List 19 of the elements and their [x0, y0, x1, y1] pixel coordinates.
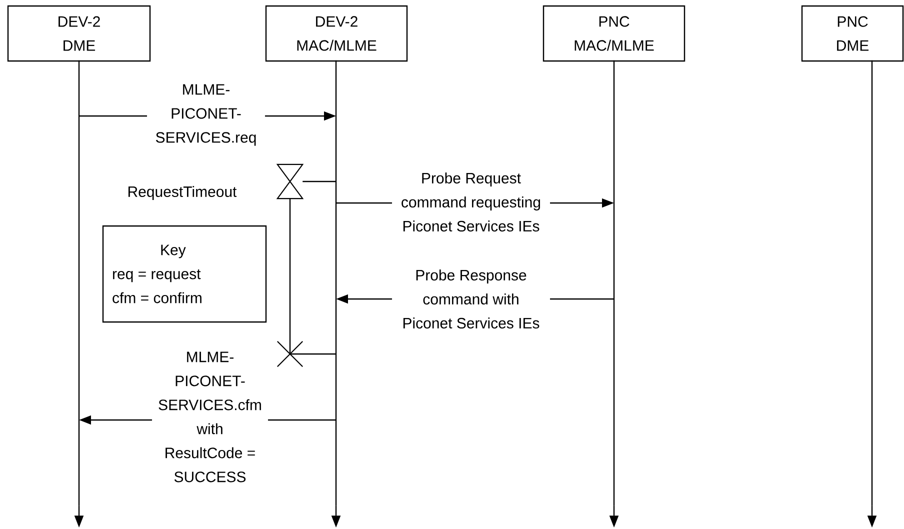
- lifeline-header-box: PNC MAC/MLME: [542, 5, 686, 62]
- message-label: Probe Response command with Piconet Services IEs: [392, 265, 550, 332]
- timer-line: [290, 353, 336, 355]
- lifeline: [335, 60, 337, 506]
- message-label: MLME- PICONET- SERVICES.cfm with ResultCode = SUCCESS: [152, 348, 268, 486]
- key-box: Key req = request cfm = confirm: [102, 225, 267, 323]
- lifeline: [78, 60, 80, 506]
- lifeline-header-box: PNC DME: [801, 5, 904, 62]
- lifeline-header-box: DEV-2 MAC/MLME: [265, 5, 408, 62]
- timer-line: [302, 180, 336, 182]
- message-label: Probe Request command requesting Piconet Services IEs: [392, 168, 550, 236]
- timer-label: RequestTimeout: [128, 186, 237, 200]
- cross-symbol: [276, 340, 304, 368]
- message-label: MLME- PICONET- SERVICES.req: [147, 80, 265, 150]
- lifeline: [871, 60, 873, 506]
- hourglass-symbol: [276, 164, 304, 200]
- lifeline-header-box: DEV-2 DME: [7, 5, 151, 62]
- lifeline: [613, 60, 615, 506]
- timer-line: [289, 198, 291, 354]
